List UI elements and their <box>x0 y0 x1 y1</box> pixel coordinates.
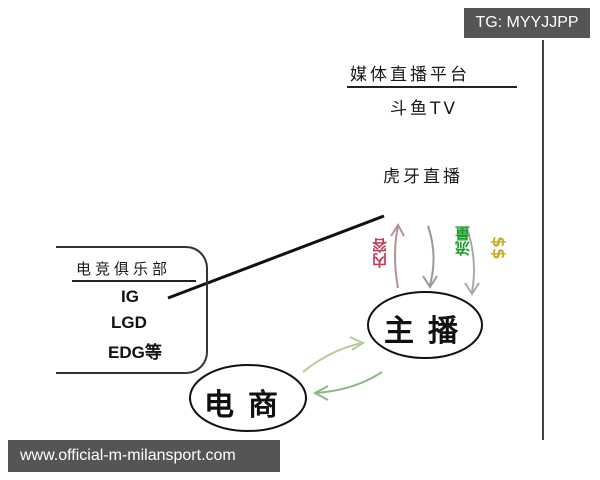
media-platforms-heading: 媒体直播平台 <box>350 65 470 85</box>
club-lgd: LGD <box>111 313 147 332</box>
tg-watermark: TG: MYYJJPP <box>464 8 590 38</box>
streamer-to-ecom-arrow <box>315 371 383 394</box>
streamer-node: 主播 <box>384 314 472 349</box>
club-platform-link <box>167 214 385 300</box>
traffic-arrow <box>427 225 435 286</box>
media-heading-underline <box>347 86 517 88</box>
content-arrow <box>394 225 399 289</box>
platform-douyu: 斗鱼TV <box>390 99 459 119</box>
esports-clubs-heading: 电竞俱乐部 <box>76 260 172 278</box>
ecommerce-node: 电商 <box>204 388 292 423</box>
traffic-flow-label: 流量 <box>454 226 472 256</box>
esports-clubs-box <box>56 246 208 374</box>
ecommerce-ellipse <box>189 364 307 432</box>
clubs-heading-underline <box>72 280 196 282</box>
club-edg: EDG等 <box>108 343 162 362</box>
url-watermark: www.official-m-milansport.com <box>8 440 280 472</box>
platform-huya: 虎牙直播 <box>383 167 463 187</box>
content-flow-label: 内容 <box>371 238 389 268</box>
money-flow-label: $$ <box>488 236 508 260</box>
club-ig: IG <box>121 287 139 306</box>
streamer-ellipse <box>367 291 483 359</box>
money-arrow <box>465 225 475 293</box>
ecom-to-streamer-arrow <box>302 342 363 373</box>
right-divider <box>542 40 544 440</box>
